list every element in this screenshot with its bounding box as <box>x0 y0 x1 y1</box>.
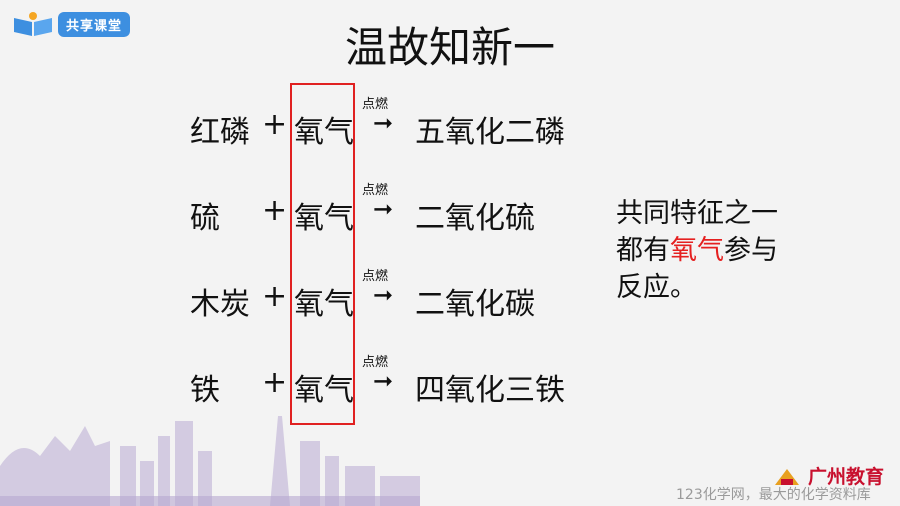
plus-sign: + <box>262 193 288 228</box>
oxygen-reactant: 氧气 <box>294 201 354 236</box>
guangzhou-education-logo: 广州教育 <box>772 462 884 489</box>
plus-sign: + <box>262 279 288 314</box>
book-icon <box>14 12 52 36</box>
reaction-arrow-icon: ➞ <box>373 367 394 395</box>
reactant: 木炭 <box>190 287 250 322</box>
note-text: 参与 <box>724 235 778 266</box>
reactant: 红磷 <box>190 115 250 150</box>
gongxiang-ketang-logo: 共享课堂 <box>12 10 131 38</box>
plus-sign: + <box>262 107 288 142</box>
reaction-condition: 点燃 <box>362 355 389 370</box>
note-oxygen-highlight: 氧气 <box>670 235 724 266</box>
product: 二氧化硫 <box>415 201 535 236</box>
note-line-3: 反应。 <box>616 272 697 303</box>
note-text: 都有 <box>616 235 670 266</box>
product: 二氧化碳 <box>415 287 535 322</box>
reaction-condition: 点燃 <box>362 269 389 284</box>
reactant: 铁 <box>190 373 220 408</box>
oxygen-reactant: 氧气 <box>294 287 354 322</box>
reaction-condition: 点燃 <box>362 97 389 112</box>
product: 四氧化三铁 <box>415 373 565 408</box>
note-line-1: 共同特征之一 <box>616 198 778 229</box>
watermark-text: 123化学网，最大的化学资料库 <box>676 487 871 503</box>
product: 五氧化二磷 <box>415 115 565 150</box>
reaction-condition: 点燃 <box>362 183 389 198</box>
oxygen-reactant: 氧气 <box>294 115 354 150</box>
note-line-2: 都有氧气参与 <box>616 232 778 269</box>
reaction-arrow-icon: ➞ <box>373 109 394 137</box>
gz-logo-label: 广州教育 <box>808 466 885 488</box>
common-feature-note: 共同特征之一 都有氧气参与 反应。 <box>616 195 778 306</box>
reaction-arrow-icon: ➞ <box>373 195 394 223</box>
logo-label: 共享课堂 <box>58 11 131 37</box>
page-title: 温故知新一 <box>344 23 555 72</box>
gz-emblem-icon <box>775 468 799 485</box>
oxygen-highlight-box <box>290 83 355 425</box>
reactant: 硫 <box>190 201 220 236</box>
plus-sign: + <box>262 365 288 400</box>
oxygen-reactant: 氧气 <box>294 373 354 408</box>
city-skyline-decoration <box>0 416 420 506</box>
reaction-arrow-icon: ➞ <box>373 281 394 309</box>
